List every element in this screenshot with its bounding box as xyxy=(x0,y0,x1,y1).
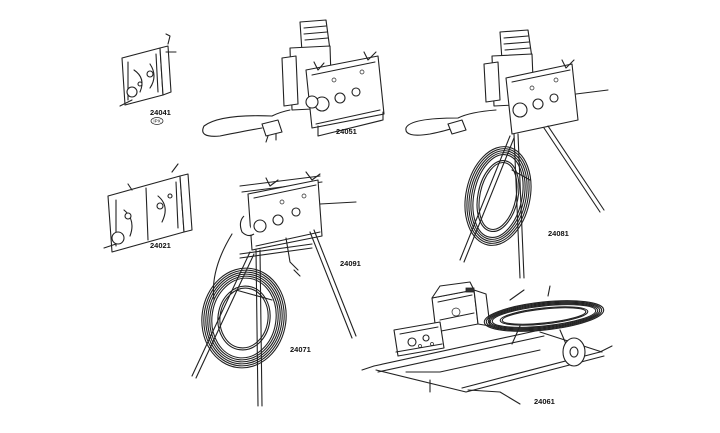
product-code-24061: 24061 xyxy=(534,397,555,406)
winder-24021 xyxy=(103,163,193,253)
winder-24081 xyxy=(405,29,609,279)
product-code-24091: 24091 xyxy=(340,259,361,268)
winder-24091 xyxy=(191,171,357,407)
product-code-24081: 24081 xyxy=(548,229,569,238)
svg-text:IPX: IPX xyxy=(153,119,160,124)
product-code-24041: 24041 xyxy=(150,108,171,117)
product-code-24051: 24051 xyxy=(336,127,357,136)
product-code-24021: 24021 xyxy=(150,241,171,250)
trailer-winder-24061 xyxy=(361,281,613,405)
winder-24051 xyxy=(202,19,385,143)
winder-24041 xyxy=(119,33,177,107)
product-code-24071: 24071 xyxy=(290,345,311,354)
coil-24071 xyxy=(201,267,287,369)
ipx-badge: IPX xyxy=(150,117,164,125)
